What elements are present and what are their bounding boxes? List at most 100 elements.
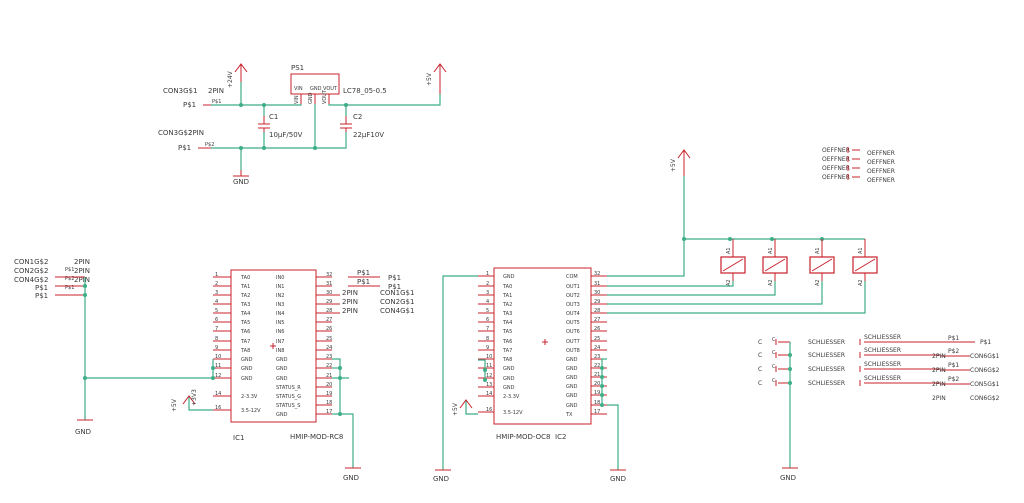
con3g1-pin-mark: P$1 bbox=[212, 99, 221, 105]
ic1-pin-num: 6 bbox=[215, 317, 218, 323]
ic1-pin-name: TA1 bbox=[240, 284, 250, 290]
ic2-pin-num: 18 bbox=[594, 400, 600, 406]
left-pin-c: P$1 bbox=[65, 285, 74, 291]
ic1-pin-num: 11 bbox=[215, 363, 221, 369]
ic2-pin-num: 3 bbox=[486, 290, 489, 296]
schliesser-p2-a: P$2 bbox=[948, 348, 959, 355]
ic1-pin-num: 12 bbox=[215, 373, 221, 379]
ic1-pin-name: GND bbox=[276, 412, 288, 418]
ic2-pin-name: 2-3.3V bbox=[503, 394, 520, 400]
schliesser-kind: 2PIN bbox=[932, 395, 946, 402]
c1-value: 10µF/50V bbox=[269, 131, 303, 139]
ic1-pin-name: 3.5-12V bbox=[241, 408, 261, 414]
schliesser-p1-b: P$1 bbox=[980, 339, 991, 346]
ic2-pin-name: TA0 bbox=[502, 284, 512, 290]
schliesser-label-left: SCHLIESSER bbox=[808, 366, 845, 373]
ic2-pin-name: OUT5 bbox=[566, 320, 580, 326]
ic2-pin-name: TA8 bbox=[502, 357, 512, 363]
svg-text:GND: GND bbox=[308, 92, 314, 104]
ic2-pin-name: GND bbox=[503, 366, 515, 372]
ic1-pin-name: GND bbox=[241, 357, 253, 363]
ic2-pin-num: 6 bbox=[486, 317, 489, 323]
schliesser-c-outer: C bbox=[758, 366, 762, 373]
oeffner-label-right: OEFFNER bbox=[867, 159, 895, 166]
rail-24v-label: +24V bbox=[227, 70, 234, 88]
ic2-pin-num: 22 bbox=[594, 363, 600, 369]
ic1-pin-name: GND bbox=[241, 376, 253, 382]
ic2-pin-num: 29 bbox=[594, 299, 600, 305]
ic2-pin-num: 21 bbox=[594, 372, 600, 378]
gnd-label-schliesser: GND bbox=[780, 474, 796, 482]
ic1-rail-3v3: +3V3 bbox=[191, 389, 198, 406]
relay-pin-a2: A2 bbox=[858, 279, 864, 286]
schliesser-kind: 2PIN bbox=[932, 367, 946, 374]
ic2-name: IC2 bbox=[555, 433, 566, 441]
ic1-pin-name: TA3 bbox=[240, 302, 250, 308]
schliesser-c-inner: C bbox=[772, 364, 776, 370]
schliesser-con: CON6G$2 bbox=[970, 395, 1000, 402]
ic2-body bbox=[493, 267, 592, 425]
ic1-pin-num: 29 bbox=[326, 299, 332, 305]
ic2-pin-num: 5 bbox=[486, 308, 489, 314]
ic1-pin-num: 5 bbox=[215, 308, 218, 314]
ic1-pin-name: STATUS_R bbox=[276, 385, 301, 391]
schliesser-c-inner: C bbox=[772, 350, 776, 356]
ic1-pin-name: TA4 bbox=[240, 311, 250, 317]
ic1-pin-name: 2-3.3V bbox=[241, 394, 258, 400]
left-con3: CON4G$2 bbox=[14, 276, 48, 284]
ic1-pin-num: 25 bbox=[326, 336, 332, 342]
relay-pin-a1: A1 bbox=[768, 247, 774, 254]
ic1-pin-num: 28 bbox=[326, 308, 332, 314]
ic1-pin-num: 4 bbox=[215, 299, 218, 305]
left-connectors: CON1G$2 CON2G$2 CON4G$2 2PIN 2PIN 2PIN P… bbox=[14, 258, 213, 436]
ic2-pin-name: GND bbox=[503, 376, 515, 382]
ic1-pin-name: TA0 bbox=[240, 275, 250, 281]
ic2-pin-num: 30 bbox=[594, 290, 600, 296]
oeffner-label-left: OEFFNER bbox=[822, 165, 850, 172]
left-pin-b: P$2 bbox=[65, 276, 74, 282]
relay-pin-a2: A2 bbox=[726, 279, 732, 286]
schliesser-label-left: SCHLIESSER bbox=[808, 339, 845, 346]
ic2-pin-num: 19 bbox=[594, 390, 600, 396]
con3g2-kind: 2PIN bbox=[188, 129, 204, 137]
con3g2-label: CON3G$2 bbox=[158, 129, 192, 137]
ic2-pin-name: OUT6 bbox=[566, 329, 580, 335]
ic1-pin-name: IN2 bbox=[276, 293, 284, 299]
schliesser-c-inner: C bbox=[772, 337, 776, 343]
ic1-pin-name: STATUS_S bbox=[276, 403, 300, 409]
ic2-pin-name: TA6 bbox=[502, 339, 512, 345]
ic1-pin-num: 31 bbox=[326, 281, 332, 287]
regulator-pin-vin: VIN bbox=[294, 86, 303, 92]
ic1-pin-num: 3 bbox=[215, 290, 218, 296]
schliesser-label-right: SCHLIESSER bbox=[864, 334, 901, 341]
ic1-pin-num: 22 bbox=[326, 363, 332, 369]
ic2-pin-name: TX bbox=[565, 412, 573, 418]
schliesser-c-outer: C bbox=[758, 352, 762, 359]
ic2-rail-5v: +5V bbox=[452, 402, 459, 416]
relay-pin-a1: A1 bbox=[726, 247, 732, 254]
schliesser-c-outer: C bbox=[758, 380, 762, 387]
schliesser-c-inner: C bbox=[772, 378, 776, 384]
regulator-ps-label: PS1 bbox=[291, 64, 304, 72]
ic2-pin-name: GND bbox=[566, 384, 578, 390]
ic2-pin-name: TA7 bbox=[502, 348, 512, 354]
ic2-pin-num: 1 bbox=[486, 271, 489, 277]
schliesser-con: CON6G$1 bbox=[970, 353, 1000, 360]
ic1-pin-num: 21 bbox=[326, 373, 332, 379]
schliesser-con: CON5G$1 bbox=[970, 381, 1000, 388]
ic1-pin-name: GND bbox=[241, 366, 253, 372]
ic2-pin-num: 25 bbox=[594, 336, 600, 342]
svg-text:VIN: VIN bbox=[294, 95, 300, 104]
con3g1-kind: 2PIN bbox=[208, 87, 224, 95]
left-kind-2: 2PIN bbox=[74, 267, 90, 275]
ic1-pin-num: 18 bbox=[326, 400, 332, 406]
ic1-pin-name: GND bbox=[276, 376, 288, 382]
schliesser-con: CON6G$2 bbox=[970, 367, 1000, 374]
con3g2-pin: P$1 bbox=[178, 144, 191, 152]
ic1-pin-num: 1 bbox=[215, 272, 218, 278]
left-pin-a: P$1 bbox=[65, 267, 74, 273]
ic2-pin-name: OUT8 bbox=[566, 348, 580, 354]
svg-text:VOUT: VOUT bbox=[322, 89, 328, 104]
schliesser-label-left: SCHLIESSER bbox=[808, 352, 845, 359]
